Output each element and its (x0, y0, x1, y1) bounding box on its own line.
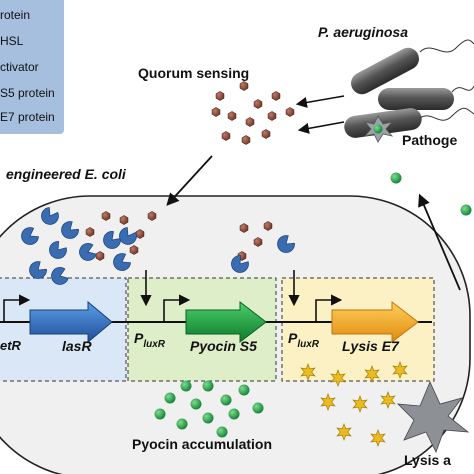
lysis-protein-star (336, 422, 352, 442)
hsl-molecule (271, 91, 281, 101)
hsl-molecule (85, 227, 95, 237)
activator-proteins (21, 207, 295, 285)
pyocin-protein-dot (176, 418, 188, 430)
legend-item-4: S5 protein (0, 86, 55, 100)
lysis-protein-star (352, 394, 368, 414)
quorum-sensing-label: Quorum sensing (138, 65, 250, 81)
legend-box (0, 0, 64, 134)
lysis-proteins (300, 360, 408, 448)
activator-protein (79, 243, 97, 261)
pseudomonas-rod-1 (351, 47, 419, 95)
pyocin-protein-dot (460, 204, 472, 216)
activator-protein (103, 231, 121, 249)
lysis-protein-star (330, 368, 346, 388)
pluxR-label-1: PluxR (134, 330, 166, 350)
hsl-molecule (253, 99, 263, 109)
pyocin-gene-arrow (185, 300, 267, 344)
hsl-molecule (253, 237, 263, 247)
lysis-protein-star (392, 360, 408, 380)
pyocin-protein-dot (180, 380, 192, 392)
lysis-protein-star (370, 428, 386, 448)
lysis-protein-star (380, 390, 396, 410)
hsl-molecule (267, 111, 277, 121)
hsl-molecule (239, 81, 249, 91)
signal-arrow-2 (297, 121, 345, 134)
flagellum-2 (451, 85, 474, 93)
pyocin-proteins (154, 172, 472, 438)
pyocin-protein-dot (164, 392, 176, 404)
activator-protein (29, 261, 47, 279)
hsl-molecule (241, 135, 251, 145)
pyocin-protein-dot (216, 426, 228, 438)
lysis-protein-star (300, 362, 316, 382)
pyocin-accumulation-label: Pyocin accumulation (132, 436, 273, 452)
lysis-burst-icon (396, 380, 470, 454)
pluxR-label-2: PluxR (288, 330, 320, 350)
lysis-protein-star (320, 392, 336, 412)
promoter-lysis (315, 294, 343, 322)
hsl-molecule (263, 221, 273, 231)
hsl-molecule (245, 117, 255, 127)
activator-protein (231, 255, 249, 273)
pathogen-label: Pathoge (402, 132, 458, 148)
bacterium-label: P. aeruginosa (318, 24, 409, 40)
activator-protein (41, 207, 59, 225)
hsl-molecule (215, 91, 225, 101)
legend-item-1: rotein (0, 8, 31, 22)
lasR-gene-arrow (29, 300, 113, 344)
pyocin-protein-dot (202, 380, 214, 392)
lysis-protein-star (364, 364, 380, 384)
pyocin-protein-dot (238, 384, 250, 396)
legend-item-3: ctivator (0, 60, 39, 74)
hsl-molecule (239, 223, 249, 233)
pyocin-protein-dot (190, 398, 202, 410)
activator-protein (49, 241, 67, 259)
lysis-gene-label: Lysis E7 (342, 338, 399, 354)
promoter-left (3, 294, 31, 322)
pseudomonas-rod-3 (344, 108, 422, 138)
hsl-molecule (227, 111, 237, 121)
pyocin-protein-dot (154, 408, 166, 420)
lysis-label: Lysis a (404, 452, 451, 468)
activator-protein (277, 235, 295, 253)
signal-arrow-1 (295, 95, 345, 108)
pyocin-protein-dot (202, 412, 214, 424)
pseudomonas-rod-2 (378, 88, 454, 110)
hsl-molecule (221, 131, 231, 141)
lasR-gene-label: lasR (62, 338, 92, 354)
hsl-molecule (285, 107, 295, 117)
engineered-ecoli-label: engineered E. coli (6, 166, 126, 182)
pyocin-protein-dot (252, 402, 264, 414)
lysis-gene-arrow (331, 300, 419, 344)
flagellum-3 (419, 107, 474, 121)
activator-protein (51, 267, 69, 285)
pyocin-protein-dot (390, 172, 402, 184)
flagellum-1 (419, 39, 474, 53)
hsl-molecule (211, 107, 221, 117)
legend-item-5: E7 protein (0, 110, 55, 124)
pyocin-to-pathogen-arrow (418, 193, 461, 291)
activator-protein (119, 227, 137, 245)
hsl-molecule (261, 129, 271, 139)
activator-protein (61, 221, 79, 239)
hsl-molecule (129, 245, 139, 255)
hsl-molecule (101, 211, 111, 221)
activator-protein (21, 227, 39, 245)
hsl-molecule (119, 215, 129, 225)
pyocin-protein-dot (220, 394, 232, 406)
hsl-molecule (95, 251, 105, 261)
legend-item-2: HSL (0, 34, 24, 48)
hsl-molecule (135, 229, 145, 239)
signal-to-cell-arrow (166, 155, 213, 206)
rod-burst-core (373, 124, 383, 134)
activator-protein (113, 253, 131, 271)
pyocin-gene-label: Pyocin S5 (190, 338, 257, 354)
promoter-pyocin (163, 294, 191, 322)
pyocin-protein-dot (228, 408, 240, 420)
hsl-molecule (147, 211, 157, 221)
promoter-left-label: etR (0, 338, 21, 353)
